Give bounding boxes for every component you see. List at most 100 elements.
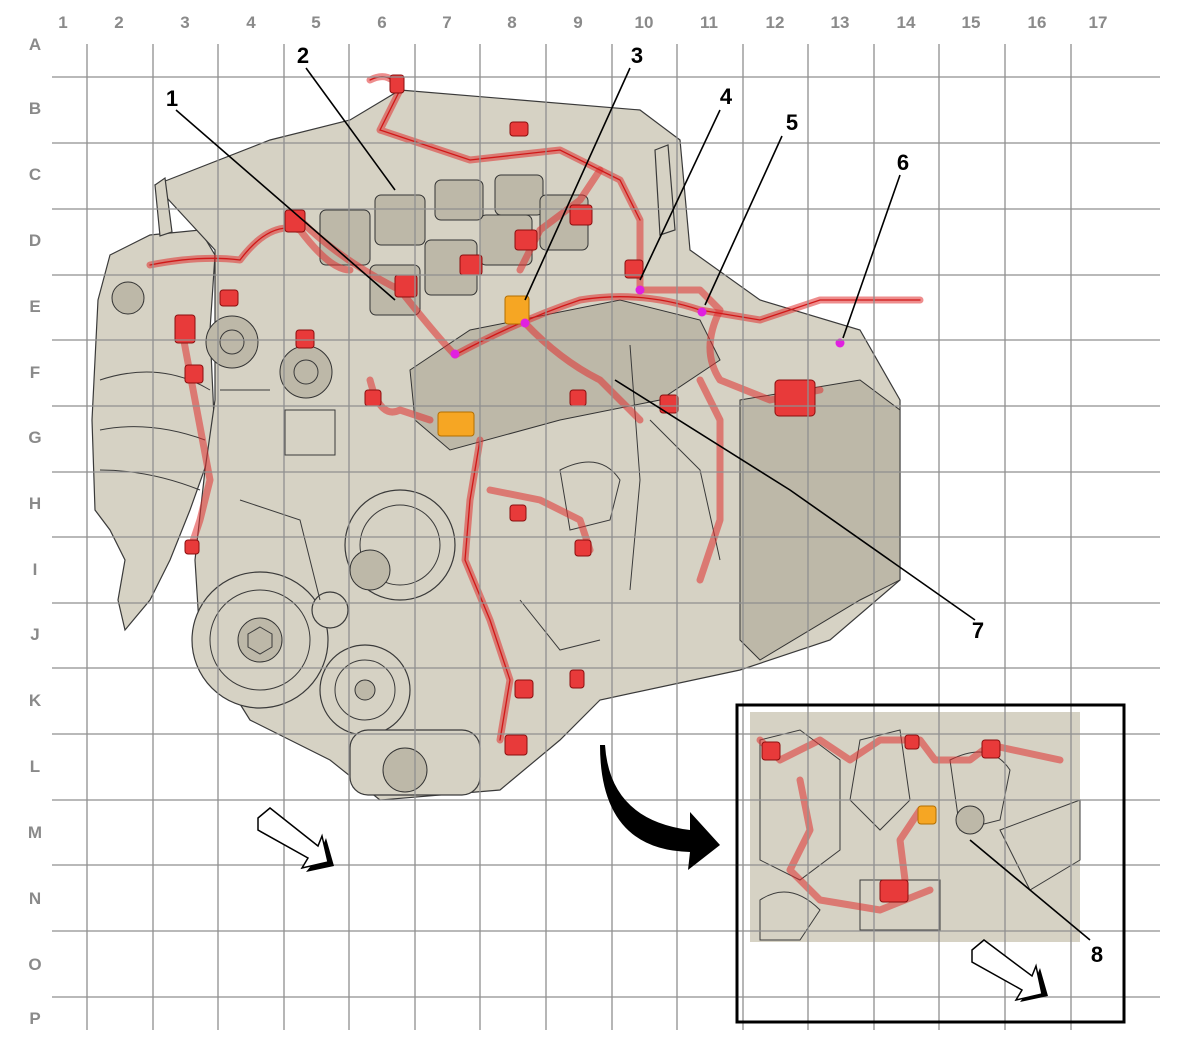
leader-6	[842, 174, 901, 339]
callout-4: 4	[720, 84, 733, 109]
grid-horizontal-lines	[52, 76, 1160, 998]
row-label: H	[29, 494, 41, 513]
connector	[184, 539, 200, 555]
engine-illustration	[91, 89, 901, 801]
leader-4	[639, 109, 721, 281]
callout-1: 1	[166, 86, 178, 111]
column-label: 2	[114, 13, 123, 32]
lifting-eye-right	[654, 144, 676, 236]
connector	[394, 274, 418, 298]
column-label: 15	[962, 13, 981, 32]
connectors	[174, 74, 816, 756]
splice-point	[697, 307, 707, 317]
dipstick-tube	[629, 344, 641, 591]
connector	[509, 504, 527, 522]
splice-point	[520, 318, 530, 328]
highlighted-connector	[437, 411, 475, 437]
wiring-harness	[146, 73, 924, 744]
row-label: L	[30, 757, 40, 776]
connector	[514, 229, 538, 251]
callout-7: 7	[972, 618, 984, 643]
connector	[761, 741, 781, 761]
connector	[364, 389, 382, 407]
splice-point	[835, 338, 845, 348]
column-label: 13	[831, 13, 850, 32]
connector	[774, 379, 816, 417]
highlighted-connector	[917, 805, 937, 825]
splice-points	[450, 285, 845, 359]
splice-point	[450, 349, 460, 359]
leader-3	[524, 67, 631, 301]
row-label: B	[29, 99, 41, 118]
column-label: 11	[700, 13, 718, 32]
column-label: 1	[58, 13, 67, 32]
connector	[981, 739, 1001, 759]
inset-harness	[896, 806, 924, 884]
connector	[569, 669, 585, 689]
column-label: 17	[1089, 13, 1108, 32]
row-label: C	[29, 165, 41, 184]
callout-2: 2	[297, 43, 309, 68]
callout-leaders	[175, 67, 1091, 941]
column-label: 8	[507, 13, 516, 32]
crankshaft-pulley	[191, 571, 329, 709]
inset-component	[955, 805, 985, 835]
callout-5: 5	[786, 110, 798, 135]
leader-5	[704, 135, 783, 306]
inset-detail-view	[750, 712, 1081, 942]
row-label: J	[30, 625, 39, 644]
highlighted-connector	[504, 295, 530, 325]
callout-3: 3	[631, 43, 643, 68]
column-label: 9	[573, 13, 582, 32]
column-label: 10	[635, 13, 654, 32]
connector	[509, 121, 529, 137]
connector	[389, 74, 405, 94]
column-labels: 1 2 3 4 5 6 7 8 9 10 11 12 13 14 15 16 1…	[58, 13, 1107, 32]
transmission-housing	[739, 379, 901, 661]
ac-compressor	[319, 644, 411, 736]
row-label: O	[28, 955, 41, 974]
connector	[174, 314, 196, 344]
connector	[574, 539, 592, 557]
lifting-eye-left	[154, 176, 173, 237]
leader-1	[175, 109, 396, 301]
leader-2	[305, 67, 396, 191]
leader-8	[969, 839, 1091, 941]
connector	[879, 879, 909, 903]
connector	[504, 734, 528, 756]
view-detail-curved-arrow-icon	[600, 745, 720, 870]
connector	[184, 364, 204, 384]
connector	[459, 254, 483, 276]
row-label: A	[29, 35, 41, 54]
connector	[569, 204, 593, 226]
row-label: P	[29, 1009, 40, 1028]
column-label: 12	[766, 13, 785, 32]
row-label: F	[30, 363, 40, 382]
front-direction-arrow-icon	[257, 807, 334, 872]
row-label: N	[29, 889, 41, 908]
column-label: 3	[180, 13, 189, 32]
column-label: 16	[1028, 13, 1047, 32]
block-details	[99, 371, 721, 651]
column-label: 14	[897, 13, 916, 32]
row-label: E	[29, 297, 40, 316]
row-label: G	[28, 428, 41, 447]
front-direction-arrow-icon	[971, 939, 1048, 1002]
idler-pulley	[311, 591, 349, 629]
column-label: 7	[442, 13, 451, 32]
connector	[219, 289, 239, 307]
column-label: 6	[377, 13, 386, 32]
leader-7	[614, 379, 976, 621]
column-label: 4	[246, 13, 256, 32]
row-label: K	[29, 691, 42, 710]
column-label: 5	[311, 13, 320, 32]
row-labels: A B C D E F G H I J K L M N O P	[28, 35, 42, 1028]
connector	[514, 679, 534, 699]
inset-frame	[735, 703, 1126, 1024]
row-label: M	[28, 823, 42, 842]
connector	[624, 259, 644, 279]
connector	[904, 734, 920, 750]
connector	[295, 329, 315, 349]
alternator	[344, 489, 456, 601]
